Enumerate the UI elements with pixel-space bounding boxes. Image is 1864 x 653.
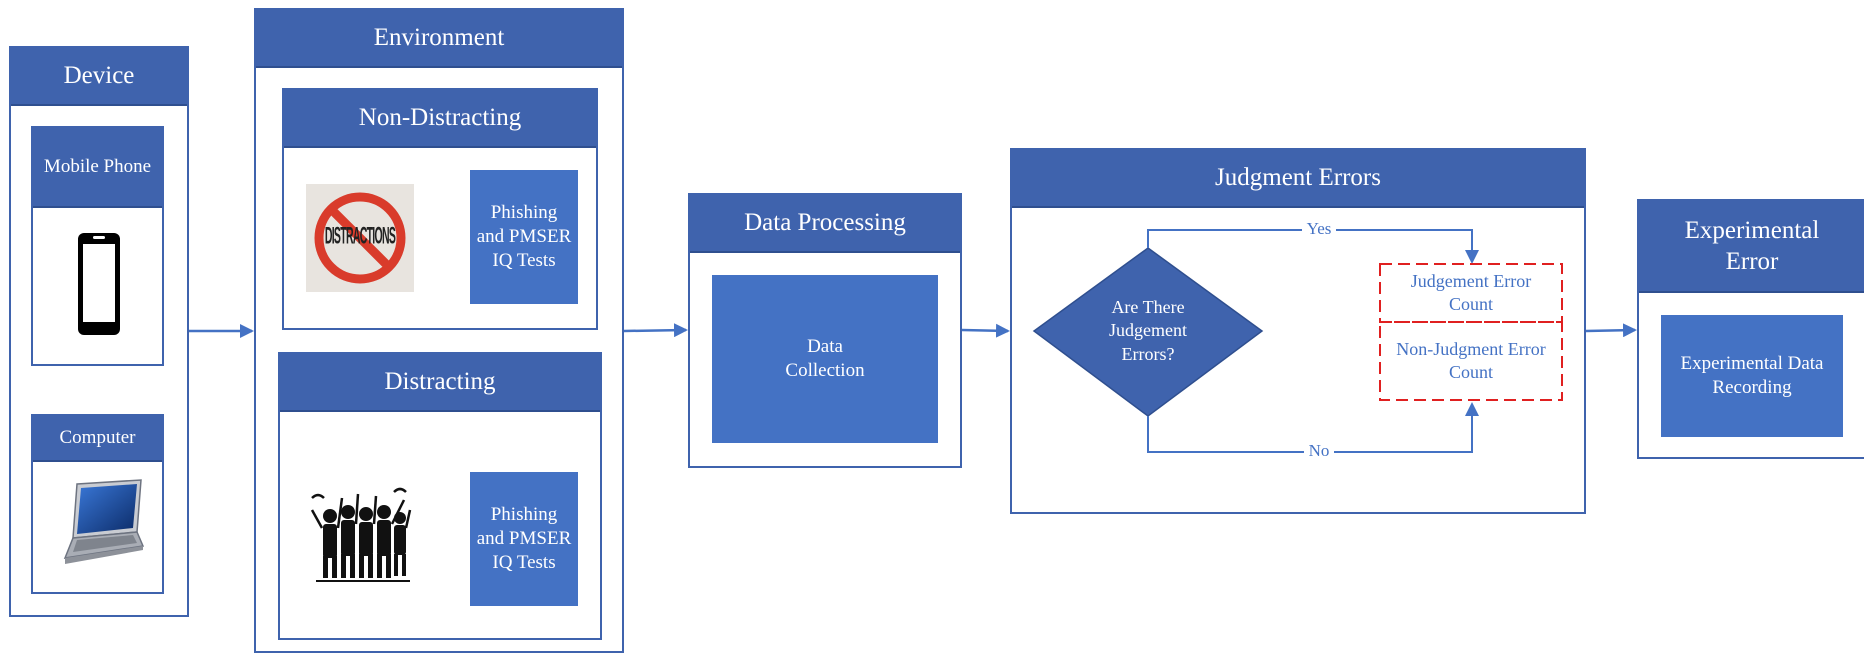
distracting-title: Distracting [280,354,600,412]
distracting-tests-label: Phishing and PMSER IQ Tests [476,504,572,573]
crowd-icon [310,487,412,582]
mobile-phone-icon [78,233,120,335]
arrow-judgment-to-experimental [1585,323,1637,338]
data-processing-title: Data Processing [690,195,960,253]
distractions-image-text: DISTRACTIONS [324,222,396,251]
non-distracting-panel: Non-Distracting DISTRACTIONS Phishing an… [282,88,598,330]
arrow-environment-to-processing [623,323,688,338]
non-distracting-title: Non-Distracting [284,90,596,148]
non-distracting-tests-box: Phishing and PMSER IQ Tests [470,170,578,304]
mobile-phone-label: Mobile Phone [33,128,162,208]
distracting-panel: Distracting Phis [278,352,602,640]
non-judgment-error-count-box [1379,321,1563,401]
judgement-error-count-label: Judgement Error Count [1410,271,1532,315]
data-collection-label: Data Collection [785,336,865,381]
no-label: No [1308,441,1330,460]
environment-panel: Environment Non-Distracting DISTRACTIONS… [254,8,624,653]
decision-label: Are There Judgement Errors? [1109,297,1187,364]
experimental-data-recording-box: Experimental Data Recording [1661,315,1843,437]
arrow-processing-to-judgment [961,323,1010,338]
data-processing-panel: Data Processing Data Collection [688,193,962,468]
environment-title: Environment [256,10,622,68]
distracting-tests-box: Phishing and PMSER IQ Tests [470,472,578,606]
device-panel: Device Mobile Phone Computer [9,46,189,617]
laptop-icon [63,479,145,564]
data-collection-box: Data Collection [712,275,938,443]
yes-label: Yes [1306,219,1332,238]
computer-card: Computer [31,414,164,594]
non-judgment-error-count-label: Non-Judgment Error Count [1396,339,1546,383]
non-distracting-tests-label: Phishing and PMSER IQ Tests [476,202,572,271]
device-title: Device [11,48,187,106]
judgment-errors-title: Judgment Errors [1012,150,1584,208]
experimental-data-recording-label: Experimental Data Recording [1680,353,1824,398]
experimental-error-panel: Experimental Error Experimental Data Rec… [1637,199,1864,459]
no-distractions-image: DISTRACTIONS [306,184,414,292]
computer-label: Computer [33,416,162,462]
mobile-phone-card: Mobile Phone [31,126,164,366]
experimental-error-title: Experimental Error [1639,201,1864,293]
